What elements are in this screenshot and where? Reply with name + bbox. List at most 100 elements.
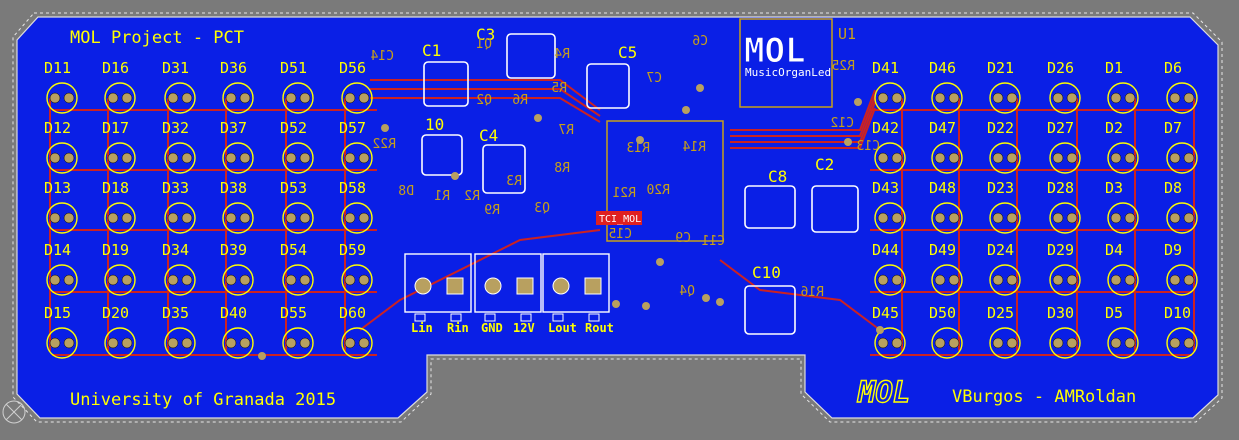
led-outline <box>1049 82 1081 114</box>
led-ref-label-left: D31 <box>162 59 189 77</box>
led-outline <box>222 327 254 359</box>
led-pad <box>1006 274 1018 286</box>
led-pad <box>285 337 297 349</box>
led-pad <box>299 92 311 104</box>
led-outline <box>341 82 373 114</box>
led-ref-label-left: D33 <box>162 179 189 197</box>
bottom-silk-label: R20 <box>647 183 670 198</box>
led-ref-label-right: D21 <box>987 59 1014 77</box>
led-outline <box>282 142 314 174</box>
led-pad <box>344 337 356 349</box>
led-pad <box>948 274 960 286</box>
led-pad <box>1110 274 1122 286</box>
led-pad <box>107 274 119 286</box>
led-pad <box>285 274 297 286</box>
led-pad <box>934 212 946 224</box>
led-pad <box>181 92 193 104</box>
component-label: C3 <box>476 25 495 44</box>
led-ref-label-right: D29 <box>1047 241 1074 259</box>
led-ref-label-left: D18 <box>102 179 129 197</box>
led-pad <box>1183 212 1195 224</box>
led-pad <box>1110 337 1122 349</box>
connector-label: Lout <box>548 321 577 335</box>
led-pad <box>992 152 1004 164</box>
bottom-silk-label: R1 <box>434 189 450 204</box>
led-pad <box>934 274 946 286</box>
led-outline <box>1049 264 1081 296</box>
led-ref-label-left: D59 <box>339 241 366 259</box>
marker-label-box <box>596 211 642 225</box>
led-ref-label-right: D8 <box>1164 179 1182 197</box>
bus-trace <box>359 229 601 331</box>
led-pad <box>1183 337 1195 349</box>
led-outline <box>931 202 963 234</box>
led-outline <box>104 82 136 114</box>
via <box>702 294 710 302</box>
led-pad <box>49 274 61 286</box>
bottom-silk-label: R4 <box>554 47 570 62</box>
led-outline <box>931 264 963 296</box>
led-ref-label-left: D51 <box>280 59 307 77</box>
led-ref-label-right: D50 <box>929 304 956 322</box>
via <box>854 98 862 106</box>
led-ref-label-left: D15 <box>44 304 71 322</box>
led-pad <box>239 337 251 349</box>
led-pad <box>992 92 1004 104</box>
led-pad <box>107 212 119 224</box>
led-pad <box>107 152 119 164</box>
bottom-silk-label: C13 <box>857 139 880 154</box>
connector-label: Rout <box>585 321 614 335</box>
led-ref-label-left: D12 <box>44 119 71 137</box>
bottom-silk-label: C14 <box>370 49 394 64</box>
led-outline <box>1049 327 1081 359</box>
led-ref-label-right: D28 <box>1047 179 1074 197</box>
bus-trace <box>730 95 876 137</box>
led-ref-label-right: D41 <box>872 59 899 77</box>
led-ref-label-left: D52 <box>280 119 307 137</box>
led-ref-label-right: D45 <box>872 304 899 322</box>
terminal-pad <box>552 277 570 295</box>
led-outline <box>1107 202 1139 234</box>
component-label: 10 <box>425 115 444 134</box>
capacitor-outline <box>811 185 859 233</box>
led-pad <box>1169 212 1181 224</box>
bottom-logo: MOL <box>857 375 910 409</box>
via <box>534 114 542 122</box>
led-outline <box>164 82 196 114</box>
terminal-pad-square <box>516 277 534 295</box>
led-outline <box>1107 142 1139 174</box>
capacitor-outline <box>744 185 796 229</box>
led-pad <box>877 274 889 286</box>
mcu-ref-label: U1 <box>838 25 856 43</box>
via <box>716 298 724 306</box>
led-ref-label-right: D46 <box>929 59 956 77</box>
led-outline <box>874 142 906 174</box>
led-ref-label-left: D19 <box>102 241 129 259</box>
led-pad <box>934 152 946 164</box>
led-pad <box>63 152 75 164</box>
via <box>258 352 266 360</box>
led-pad <box>285 152 297 164</box>
led-outline <box>874 264 906 296</box>
bottom-silk-label: R6 <box>512 93 528 108</box>
via <box>656 258 664 266</box>
led-pad <box>1052 212 1064 224</box>
led-outline <box>931 327 963 359</box>
led-pad <box>239 274 251 286</box>
bottom-silk-label: R5 <box>551 81 567 96</box>
led-outline <box>874 202 906 234</box>
led-ref-label-left: D38 <box>220 179 247 197</box>
led-outline <box>46 82 78 114</box>
led-outline <box>1166 142 1198 174</box>
bottom-silk-label: C6 <box>692 34 708 49</box>
led-pad <box>992 337 1004 349</box>
bottom-silk-label: R14 <box>682 140 706 155</box>
via <box>381 124 389 132</box>
led-pad <box>49 212 61 224</box>
terminal-block <box>404 253 472 313</box>
led-pad <box>344 274 356 286</box>
led-ref-label-left: D39 <box>220 241 247 259</box>
component-label: C1 <box>422 41 441 60</box>
